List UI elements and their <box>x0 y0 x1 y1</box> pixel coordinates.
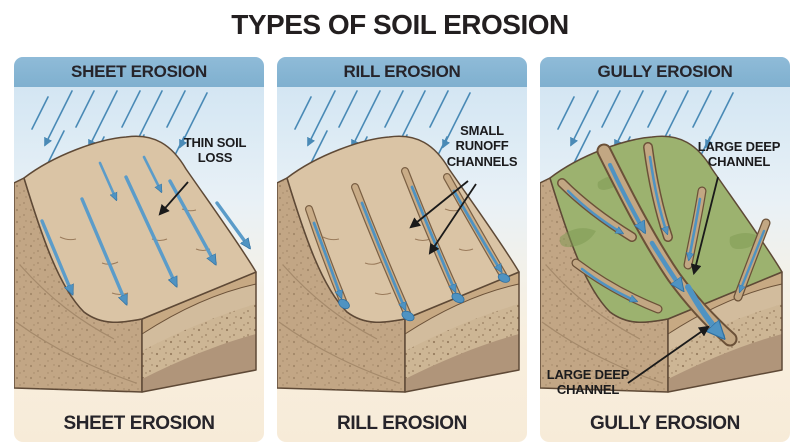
thin-soil-loss-label: THIN SOIL LOSS <box>183 135 247 166</box>
sheet-erosion-caption: SHEET EROSION <box>63 413 215 434</box>
runoff-pools <box>338 273 511 322</box>
pointer-arrows <box>627 176 719 384</box>
gully-channels <box>557 142 771 347</box>
gully-erosion-caption: GULLY EROSION <box>589 413 740 434</box>
sheet-erosion-header: SHEET EROSION <box>14 57 264 87</box>
gully-erosion-header: GULLY EROSION <box>540 57 790 87</box>
panel-rill-erosion: RILL EROSION <box>277 57 527 442</box>
page-title: TYPES OF SOIL EROSION <box>231 9 569 40</box>
large-deep-channel-label-bottom: LARGE DEEP CHANNEL <box>546 367 630 398</box>
panel-gully-erosion: GULLY EROSION <box>540 57 790 442</box>
rill-erosion-header: RILL EROSION <box>277 57 527 87</box>
rill-channels <box>305 167 511 322</box>
rill-erosion-illustration <box>277 87 520 393</box>
gully-erosion-illustration <box>540 87 783 393</box>
gully-water-arrows-icon <box>566 155 766 336</box>
small-runoff-channels-label: SMALL RUNOFF CHANNELS <box>446 123 518 169</box>
rill-erosion-caption: RILL EROSION <box>337 413 467 434</box>
pointer-arrows <box>409 180 477 255</box>
panel-row: SHEET EROSION THIN SOIL LOSS SHEET EROSI… <box>14 57 790 442</box>
sheet-erosion-illustration <box>14 87 257 393</box>
pointer-arrow <box>158 181 189 216</box>
large-deep-channel-label-top: LARGE DEEP CHANNEL <box>697 139 781 170</box>
panel-sheet-erosion: SHEET EROSION THIN SOIL LOSS SHEET EROSI… <box>14 57 264 442</box>
